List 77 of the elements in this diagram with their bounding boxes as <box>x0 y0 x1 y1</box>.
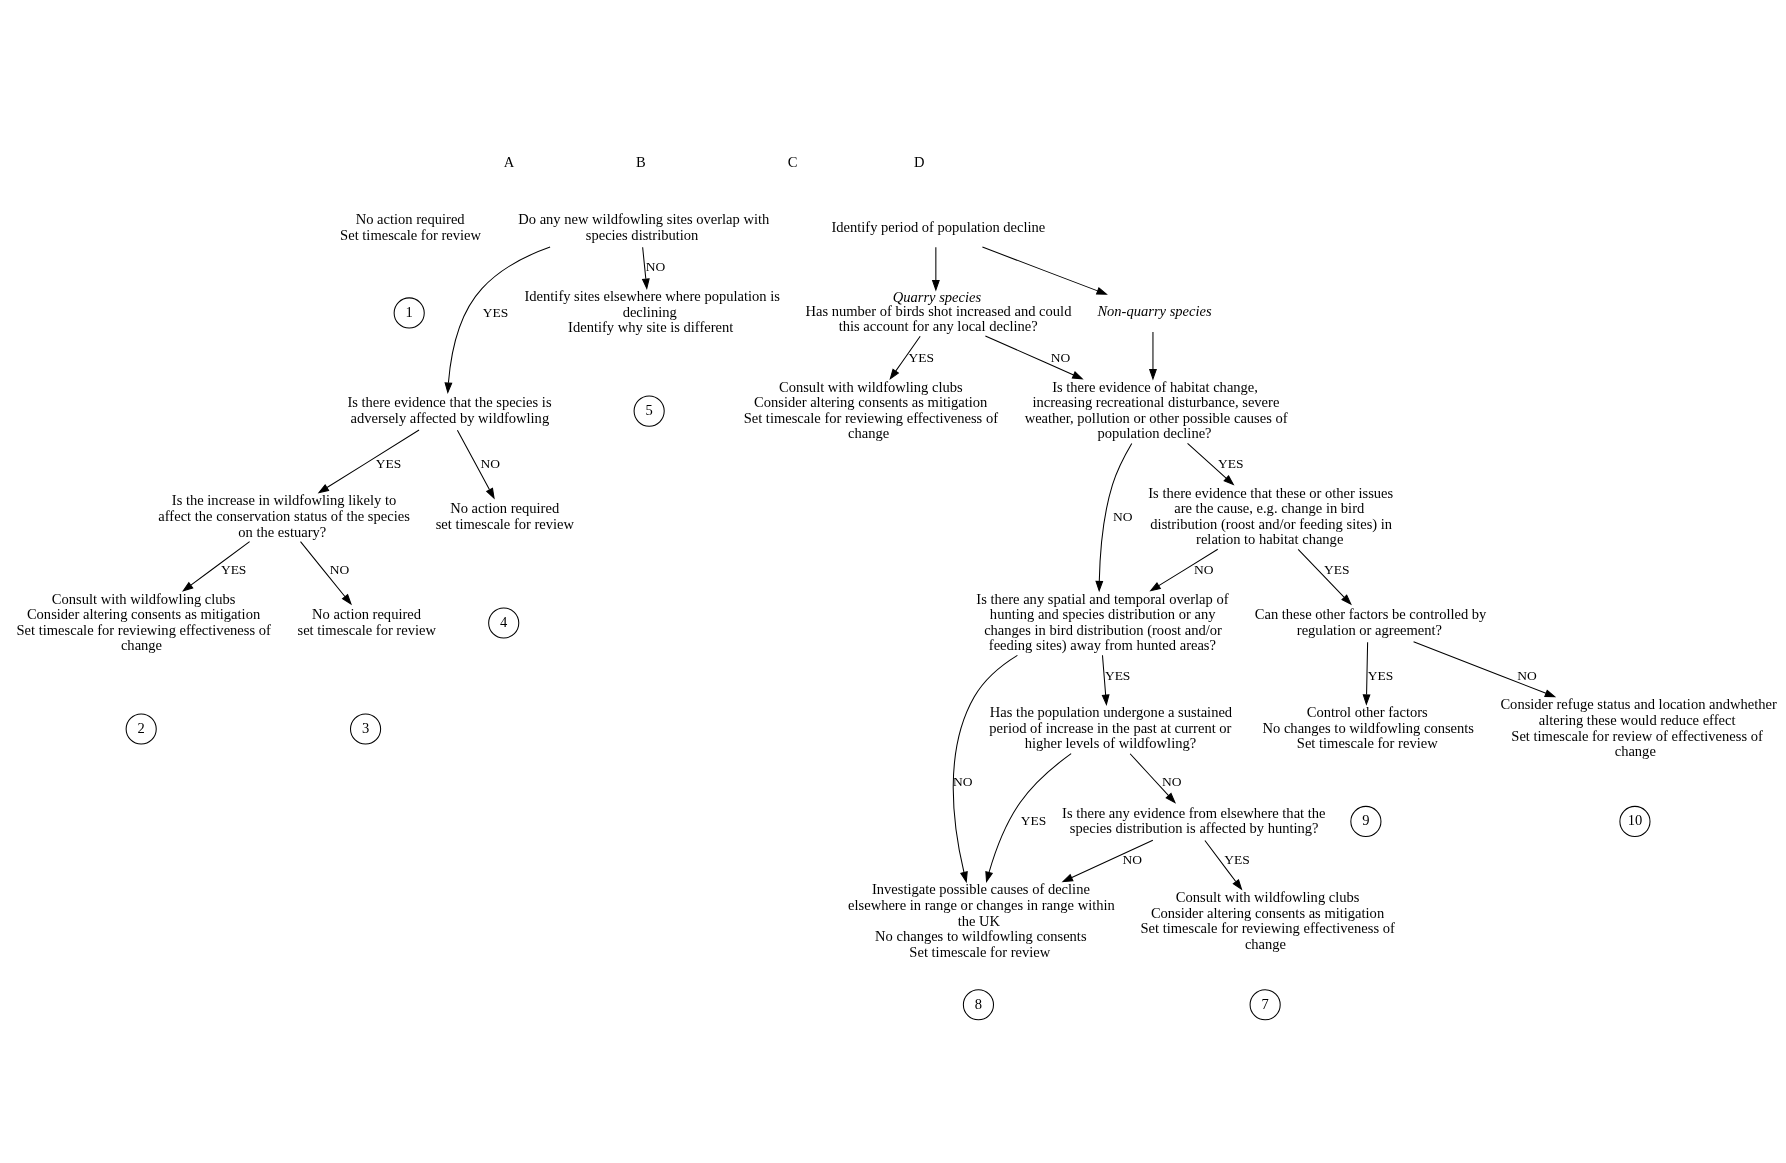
edge-label: NO <box>645 258 666 274</box>
edge-label: NO <box>1161 773 1182 788</box>
edge-label: YES <box>1224 851 1250 867</box>
label: A <box>503 153 515 170</box>
node-circle: 10 <box>1619 805 1651 837</box>
node-text: Is there any evidence from elsewhere that the species distribution is affected by hunting? <box>1062 803 1326 836</box>
arrow <box>931 246 940 291</box>
arrow <box>1061 839 1154 882</box>
node-text: Consult with wildfowling clubs Consider altering consents as mitigation Set timescale for reviewing effectiveness of change <box>16 590 271 653</box>
arrow <box>1149 548 1219 591</box>
edge-label: YES <box>1218 455 1244 471</box>
node-text: Quarry species Has number of birds shot increased and could this account for any local decline? <box>805 288 1072 334</box>
edge-label: NO <box>480 455 500 471</box>
node-circle: 9 <box>1350 805 1382 837</box>
label: C <box>787 153 798 170</box>
edge-label: NO <box>1122 851 1142 867</box>
edge-label: NO <box>1050 349 1071 365</box>
node-text: Investigate possible causes of decline elsewhere in range or changes in range within the UK No changes to wildfowling consents Set timescale for review <box>848 880 1115 960</box>
edge-label: YES <box>1104 667 1131 683</box>
node-text: Consult with wildfowling clubs Consider altering consents as mitigation Set timescale for reviewing effectiveness of change <box>1140 888 1395 952</box>
arrow <box>182 540 251 592</box>
node-text: Is there evidence of habitat change, increasing recreational disturbance, severe weather, pollution or other possible causes of population decline? <box>1024 378 1288 441</box>
edge-label: YES <box>1020 812 1047 828</box>
node-text: Identify sites elsewhere where population is declining Identify why site is different <box>524 287 780 335</box>
label: D <box>913 153 925 170</box>
arrow <box>641 246 650 290</box>
arrow <box>952 654 1018 883</box>
node-text: Do any new wildfowling sites overlap with species distribution <box>518 210 770 243</box>
node-text: Has the population undergone a sustained period of increase in the past at current or higher levels of wildfowling? <box>989 703 1233 751</box>
node-text: Is there evidence that these or other issues are the cause, e.g. change in bird distribution (roost and/or feeding sites) in relation to habitat change <box>1148 484 1394 547</box>
node-circle: 4 <box>488 606 520 639</box>
arrow <box>1129 752 1177 804</box>
node-text: Consider refuge status and location andwhether altering these would reduce effect Set timescale for review of effectiveness of change <box>1500 695 1777 759</box>
arrow <box>1297 548 1352 605</box>
arrow <box>1148 331 1157 380</box>
node-circle: 3 <box>350 712 382 745</box>
arrow <box>1095 442 1133 592</box>
node-circle: 5 <box>633 395 665 427</box>
node-circle: 8 <box>962 988 994 1020</box>
edge-label: YES <box>220 561 247 577</box>
node-text: Non-quarry species <box>1097 302 1212 319</box>
node-text: Is the increase in wildfowling likely to affect the conservation status of the species on the estuary? <box>158 491 410 539</box>
edge-label: NO <box>1194 561 1214 577</box>
node-text: Is there evidence that the species is adversely affected by wildfowling <box>347 393 552 426</box>
arrow <box>300 540 352 605</box>
node-text: Control other factors No changes to wildfowling consents Set timescale for review <box>1262 703 1475 751</box>
arrow <box>444 246 551 394</box>
node-circle: 7 <box>1249 988 1281 1020</box>
edge-label: NO <box>329 561 350 577</box>
node-circle: 1 <box>393 296 425 329</box>
edge-label: NO <box>1517 667 1537 683</box>
edge-label: YES <box>375 455 402 471</box>
node-text: Consult with wildfowling clubs Consider altering consents as mitigation Set timescale for reviewing effectiveness of change <box>743 378 999 441</box>
node-text: Is there any spatial and temporal overlap of hunting and species distribution or any changes in bird distribution (roost and/or feeding sites) away from hunted areas? <box>976 590 1229 653</box>
arrow <box>317 429 420 493</box>
node-text: No action required set timescale for review <box>435 499 575 532</box>
edge-label: NO <box>1113 508 1133 524</box>
arrow <box>984 334 1084 379</box>
node-text: Can these other factors be controlled by regulation or agreement? <box>1254 605 1487 638</box>
node-text: No action required set timescale for review <box>297 605 436 638</box>
arrow <box>985 752 1072 883</box>
arrow <box>1362 641 1371 706</box>
arrow <box>981 246 1108 295</box>
node-text: Identify period of population decline <box>831 218 1046 235</box>
node-circle: 2 <box>125 712 157 745</box>
edge-label: YES <box>482 303 509 319</box>
edge-label: YES <box>908 349 935 365</box>
edge-label: YES <box>1324 561 1350 577</box>
arrow <box>456 429 495 500</box>
edge-label: YES <box>1367 667 1394 683</box>
arrow <box>1101 654 1110 706</box>
arrow <box>1204 839 1243 890</box>
label: B <box>635 153 646 170</box>
arrow <box>1187 442 1235 486</box>
arrow <box>1413 640 1557 697</box>
arrow <box>889 335 921 380</box>
node-text: No action required Set timescale for review <box>340 210 481 243</box>
